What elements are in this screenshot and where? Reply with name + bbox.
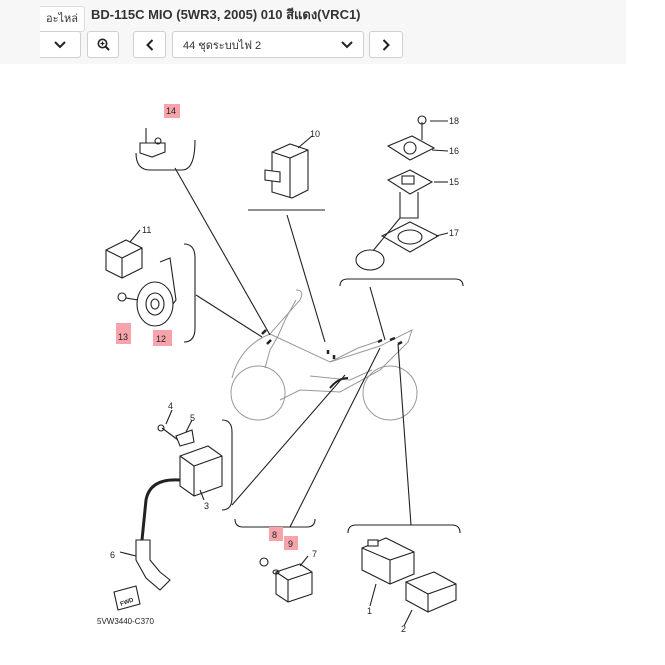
toolbar-area: อะไหล่ BD-115C MIO (5WR3, 2005) 010 สีแด… — [0, 0, 626, 64]
callout-13: 13 — [118, 332, 128, 342]
bike-markers — [261, 329, 403, 389]
callout-16: 16 — [449, 146, 459, 156]
chevron-right-icon — [382, 38, 390, 51]
callout-7: 7 — [312, 549, 317, 559]
parts-diagram: 1 2 3 4 5 6 7 8 9 10 11 12 13 14 15 16 1… — [97, 104, 464, 634]
part-10-relay — [264, 143, 309, 199]
callout-12: 12 — [156, 334, 166, 344]
part-7-unit — [259, 557, 313, 603]
zoom-in-icon — [97, 38, 110, 51]
bracket-frames — [135, 139, 464, 534]
part-fuel-sender — [355, 115, 440, 271]
previous-page-button[interactable] — [133, 31, 166, 58]
callout-ticks — [119, 120, 449, 627]
callout-17: 17 — [449, 228, 459, 238]
chevron-down-icon — [341, 40, 353, 48]
callout-4: 4 — [168, 401, 173, 411]
callout-9: 9 — [288, 539, 293, 549]
chevron-down-icon — [54, 40, 66, 48]
part-12-horn — [117, 257, 177, 327]
page-title: BD-115C MIO (5WR3, 2005) 010 สีแดง(VRC1) — [91, 7, 361, 22]
callout-18: 18 — [449, 116, 459, 126]
diagram-code: 5VW3440-C370 — [97, 617, 154, 626]
callout-3: 3 — [204, 501, 209, 511]
callout-5: 5 — [190, 413, 195, 423]
highlight-boxes — [116, 104, 298, 550]
page-select-value: 44 ชุดระบบไฟ 2 — [183, 39, 262, 52]
chevron-left-icon — [145, 38, 153, 51]
callout-1: 1 — [367, 606, 372, 616]
callout-2: 2 — [401, 624, 406, 634]
fwd-label: FWD — [120, 597, 136, 608]
callout-6: 6 — [110, 550, 115, 560]
part-11-flasher — [105, 239, 143, 279]
part-2-cover — [405, 571, 457, 613]
part-1-cdi — [361, 537, 415, 585]
leader-lines — [174, 167, 412, 528]
model-select[interactable] — [40, 31, 81, 58]
motorcycle-outline — [230, 289, 418, 421]
part-3-ignition-coil — [113, 424, 223, 611]
callout-15: 15 — [449, 177, 459, 187]
next-page-button[interactable] — [369, 31, 403, 58]
callout-14: 14 — [166, 106, 176, 116]
zoom-button[interactable] — [87, 31, 119, 58]
callout-labels[interactable]: 1 2 3 4 5 6 7 8 9 10 11 12 13 14 15 16 1… — [110, 106, 459, 634]
callout-11: 11 — [142, 225, 151, 235]
page-select[interactable]: 44 ชุดระบบไฟ 2 — [172, 31, 364, 58]
part-14-bracket — [139, 128, 166, 158]
callout-8: 8 — [272, 530, 277, 540]
breadcrumb-parts[interactable]: อะไหล่ — [40, 6, 86, 32]
callout-10: 10 — [310, 129, 320, 139]
